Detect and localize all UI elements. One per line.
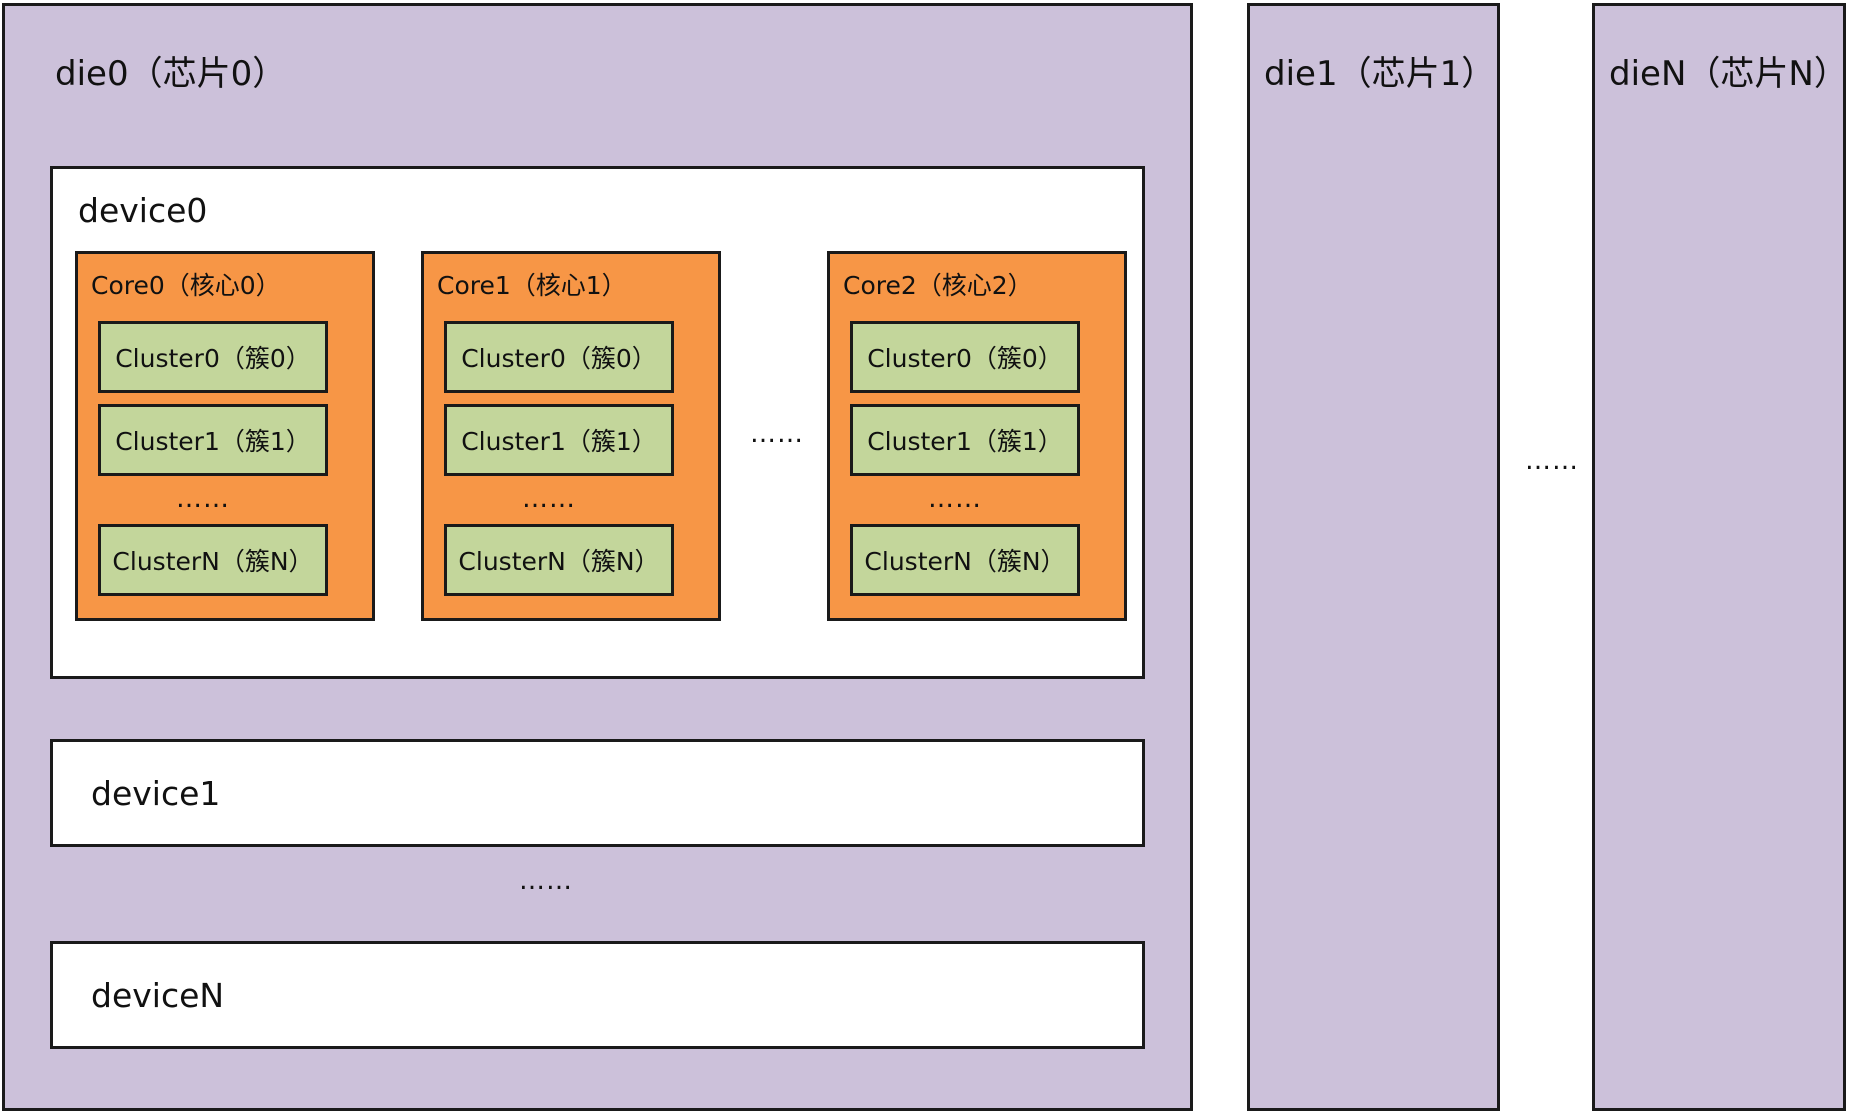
device1-box: device1 (50, 739, 1145, 847)
deviceN-label: deviceN (91, 976, 225, 1015)
core0-label: Core0（核心0） (91, 271, 281, 300)
device0-box: device0 Core0（核心0） Cluster0（簇0） Cluster1… (50, 166, 1145, 679)
core1-label: Core1（核心1） (437, 271, 627, 300)
core1-cluster1: Cluster1（簇1） (444, 404, 674, 476)
core2-cluster1: Cluster1（簇1） (850, 404, 1080, 476)
core0-cluster-ellipsis: …… (176, 484, 230, 514)
die1-title: die1（芯片1） (1264, 54, 1496, 94)
device0-label: device0 (78, 191, 208, 230)
device-ellipsis: …… (519, 866, 573, 896)
core2-box: Core2（核心2） Cluster0（簇0） Cluster1（簇1） …… … (827, 251, 1127, 621)
die1-panel: die1（芯片1） (1247, 3, 1500, 1111)
core2-cluster0: Cluster0（簇0） (850, 321, 1080, 393)
core1-cluster0: Cluster0（簇0） (444, 321, 674, 393)
core0-cluster1: Cluster1（簇1） (98, 404, 328, 476)
core0-box: Core0（核心0） Cluster0（簇0） Cluster1（簇1） …… … (75, 251, 375, 621)
core-ellipsis: …… (750, 419, 804, 449)
core1-box: Core1（核心1） Cluster0（簇0） Cluster1（簇1） …… … (421, 251, 721, 621)
dieN-title: dieN（芯片N） (1609, 54, 1848, 94)
die0-panel: die0（芯片0） device0 Core0（核心0） Cluster0（簇0… (2, 3, 1193, 1111)
core2-label: Core2（核心2） (843, 271, 1033, 300)
dieN-panel: dieN（芯片N） (1592, 3, 1848, 1111)
die-ellipsis: …… (1525, 446, 1579, 476)
core1-clusterN: ClusterN（簇N） (444, 524, 674, 596)
core0-clusterN: ClusterN（簇N） (98, 524, 328, 596)
deviceN-box: deviceN (50, 941, 1145, 1049)
core0-cluster0: Cluster0（簇0） (98, 321, 328, 393)
core2-clusterN: ClusterN（簇N） (850, 524, 1080, 596)
core1-cluster-ellipsis: …… (522, 484, 576, 514)
core2-cluster-ellipsis: …… (928, 484, 982, 514)
die0-title: die0（芯片0） (55, 54, 287, 94)
device1-label: device1 (91, 774, 221, 813)
